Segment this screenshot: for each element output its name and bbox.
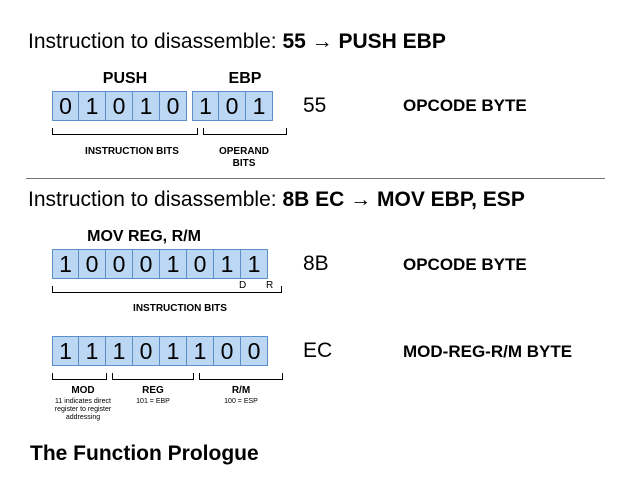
rm-field-name: R/M: [231, 385, 251, 396]
mod-field-name: MOD: [71, 385, 95, 396]
bit-cell: 1: [133, 91, 160, 121]
reg-field-name: REG: [142, 385, 164, 396]
bit-cell: 0: [187, 249, 214, 279]
ebp-group-label: EBP: [228, 70, 262, 87]
section-divider: [26, 178, 605, 179]
rm-field-bracket: [199, 373, 283, 380]
bit-cell: 0: [52, 91, 79, 121]
reg-field-bracket: [112, 373, 194, 380]
modrm-bit-row: 1 1 1 0 1 1 0 0: [52, 336, 268, 366]
instruction-bits-label: INSTRUCTION BITS: [85, 146, 179, 157]
rm-field-description: 100 = ESP: [224, 398, 258, 405]
mov-group-label: MOV REG, R/M: [87, 228, 201, 245]
section1-heading-instruction: 55 → PUSH EBP: [282, 30, 446, 53]
push-group-label: PUSH: [102, 70, 148, 87]
page-footer-title: The Function Prologue: [30, 442, 259, 465]
bit-cell: 1: [187, 336, 214, 366]
bit-cell: 0: [79, 249, 106, 279]
opcode-hex-value: 8B: [303, 252, 329, 275]
reg-field-description: 101 = EBP: [136, 398, 170, 405]
bit-cell: 1: [241, 249, 268, 279]
bit-cell: 1: [79, 336, 106, 366]
opcode-byte-label: OPCODE BYTE: [403, 255, 527, 274]
bit-cell: 0: [133, 336, 160, 366]
opcode-instruction-bits-label: INSTRUCTION BITS: [133, 303, 227, 314]
bit-cell: 1: [52, 249, 79, 279]
modrm-hex-value: EC: [303, 339, 333, 362]
bit-cell: 0: [106, 249, 133, 279]
section1-heading-prefix: Instruction to disassemble:: [28, 30, 277, 53]
bit-cell: 0: [160, 91, 187, 121]
register-size-flag-label: R: [266, 280, 274, 291]
section1-heading: Instruction to disassemble: 55 → PUSH EB…: [28, 31, 446, 52]
push-bit-row: 0 1 0 1 0 1 0 1: [52, 91, 273, 121]
opcode-bit-row: 1 0 0 0 1 0 1 1: [52, 249, 268, 279]
bit-cell: 0: [133, 249, 160, 279]
section2-heading-prefix: Instruction to disassemble:: [28, 188, 277, 211]
instruction-bits-bracket: [52, 128, 198, 135]
bit-cell: 0: [106, 91, 133, 121]
bit-cell: 1: [192, 91, 219, 121]
modrm-byte-label: MOD-REG-R/M BYTE: [403, 342, 573, 361]
bit-cell: 1: [52, 336, 79, 366]
opcode-instruction-bits-bracket: [52, 286, 282, 293]
bit-cell: 1: [106, 336, 133, 366]
push-byte-label: OPCODE BYTE: [403, 96, 527, 115]
operand-bits-bracket: [203, 128, 287, 135]
bit-cell: 1: [214, 249, 241, 279]
bit-cell: 0: [219, 91, 246, 121]
operand-bits-label: OPERAND BITS: [218, 146, 269, 169]
section2-heading-instruction: 8B EC → MOV EBP, ESP: [282, 188, 525, 211]
mod-field-bracket: [52, 373, 107, 380]
bit-cell: 0: [241, 336, 268, 366]
direction-flag-label: D: [239, 280, 247, 291]
bit-cell: 0: [214, 336, 241, 366]
push-hex-value: 55: [303, 94, 327, 117]
bit-cell: 1: [160, 336, 187, 366]
bit-cell: 1: [246, 91, 273, 121]
bit-cell: 1: [160, 249, 187, 279]
mod-field-description: 11 indicates direct register to register…: [54, 398, 112, 421]
bit-cell: 1: [79, 91, 106, 121]
section2-heading: Instruction to disassemble: 8B EC → MOV …: [28, 189, 525, 210]
